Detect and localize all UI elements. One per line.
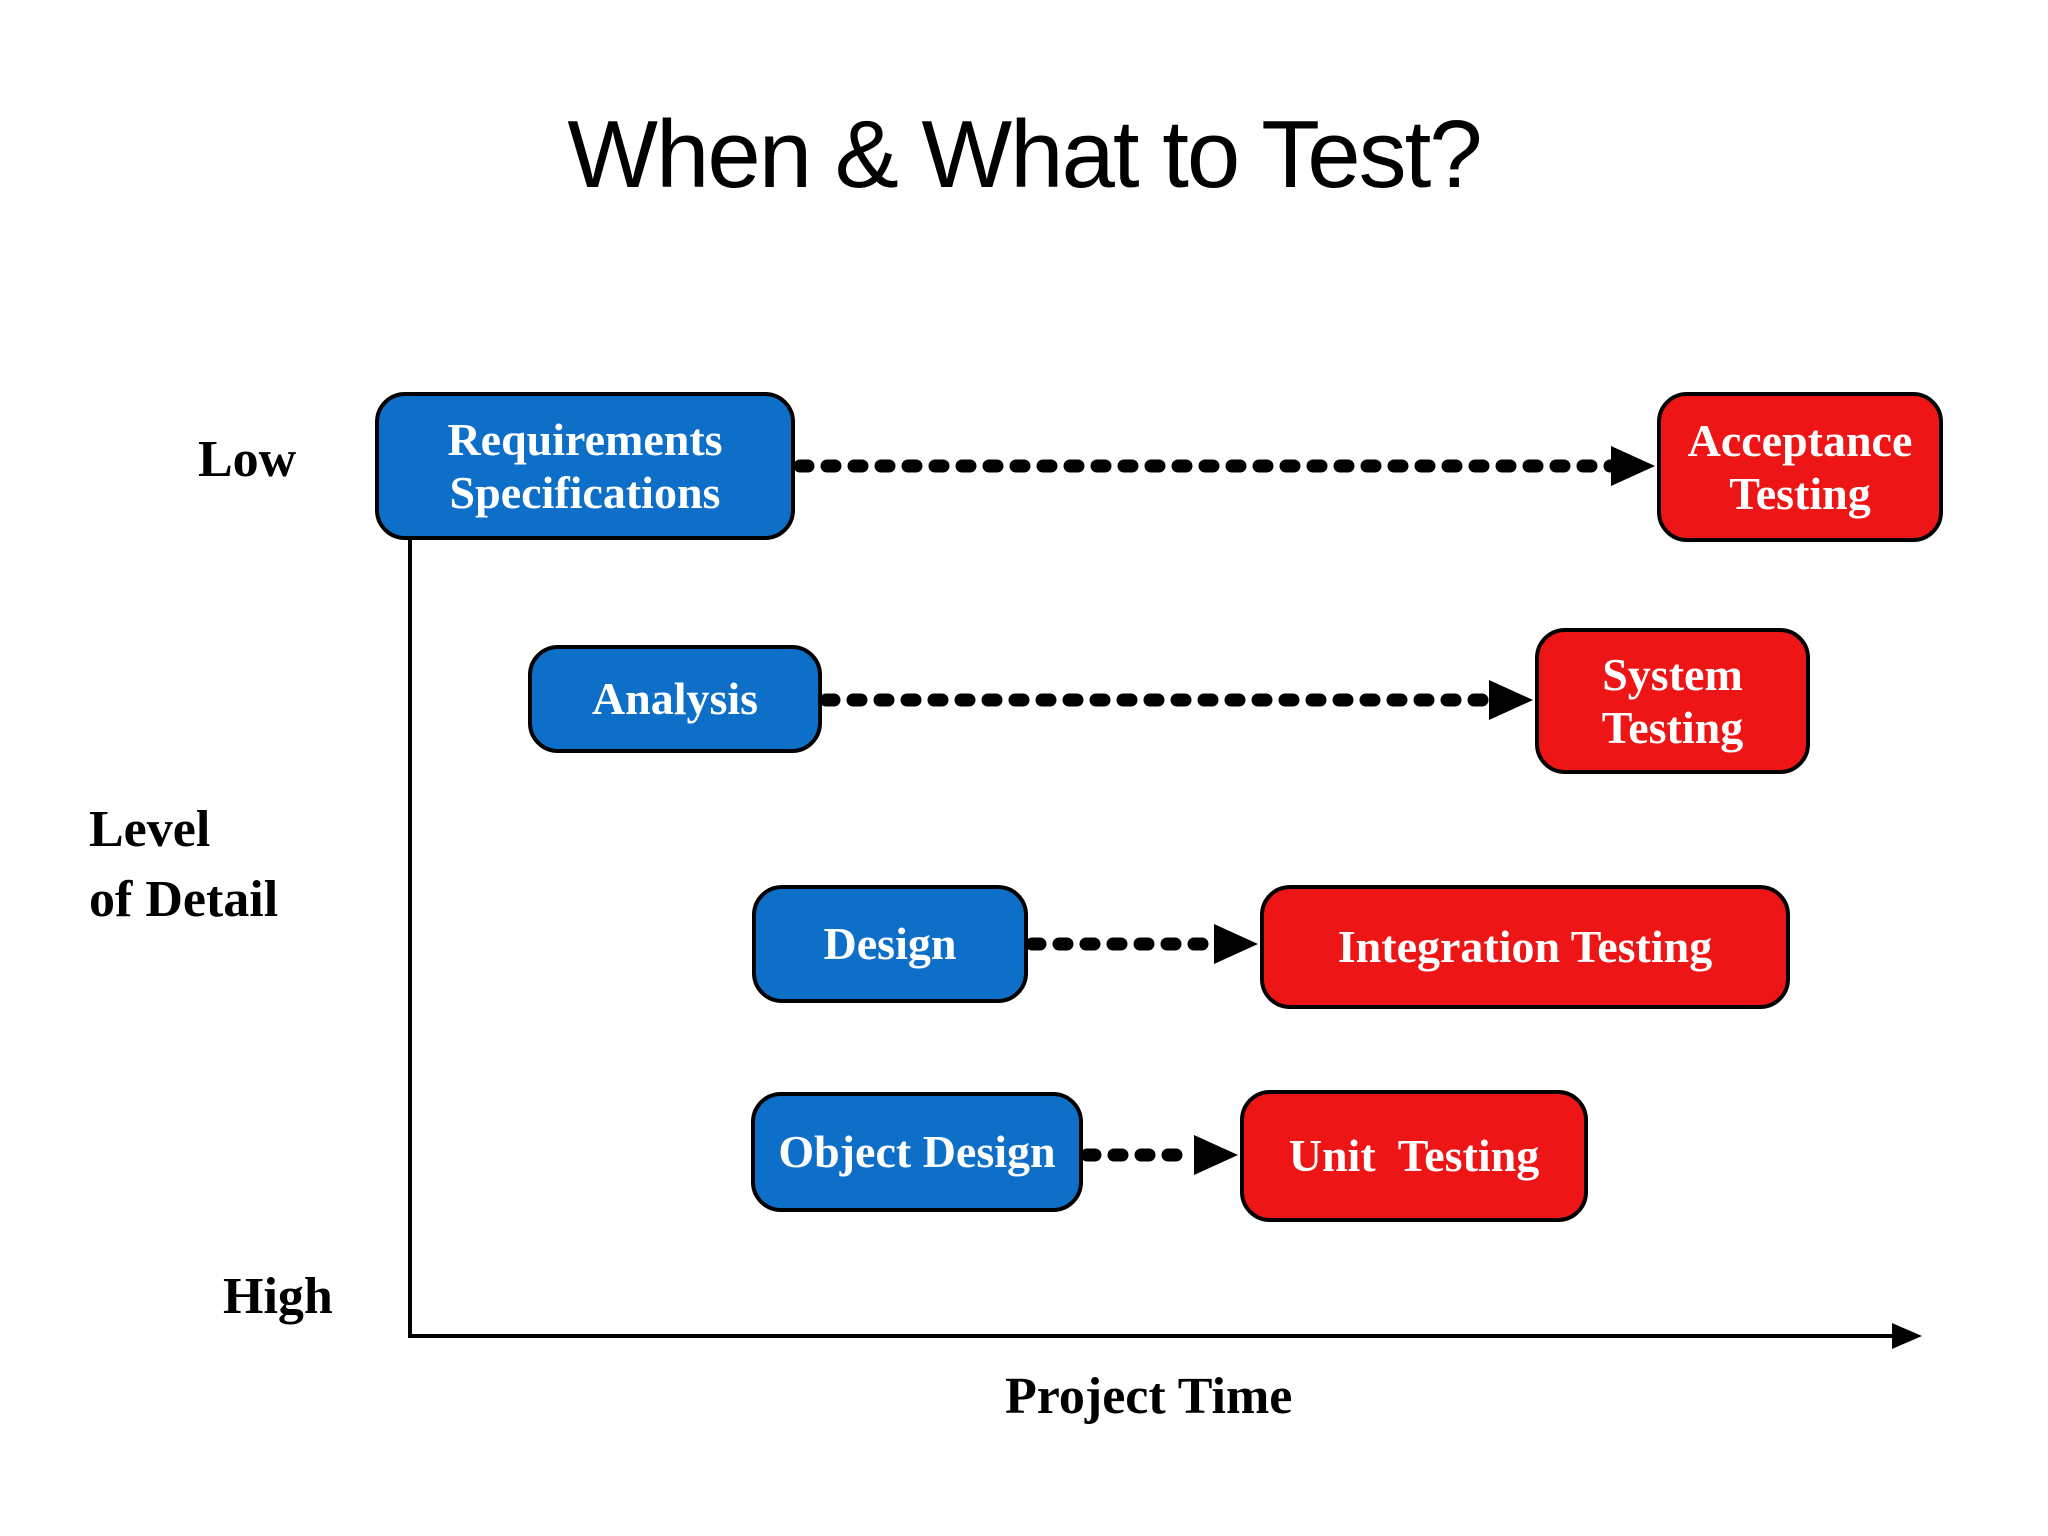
- testing-box-label: Integration Testing: [1337, 921, 1713, 973]
- y-axis-top-label: Low: [198, 431, 297, 488]
- phase-box-object-design: Object Design: [751, 1092, 1083, 1212]
- axes-lines: [408, 533, 1922, 1349]
- phase-box-label: Analysis: [591, 673, 759, 725]
- x-axis-title: Project Time: [1005, 1368, 1293, 1425]
- testing-box-label: Unit Testing: [1288, 1130, 1540, 1182]
- phase-box-analysis: Analysis: [528, 645, 822, 753]
- testing-box-integration: Integration Testing: [1260, 885, 1790, 1009]
- testing-box-acceptance: Acceptance Testing: [1657, 392, 1943, 542]
- y-axis-bottom-label: High: [223, 1268, 333, 1325]
- phase-box-label: Object Design: [778, 1126, 1056, 1178]
- phase-box-requirements-specifications: Requirements Specifications: [375, 392, 795, 540]
- phase-box-label: Design: [823, 918, 957, 970]
- testing-box-unit: Unit Testing: [1240, 1090, 1588, 1222]
- testing-box-label: Acceptance Testing: [1687, 414, 1913, 519]
- y-axis-title: Level of Detail: [89, 801, 279, 929]
- testing-box-label: System Testing: [1601, 648, 1744, 753]
- phase-box-design: Design: [752, 885, 1028, 1003]
- phase-box-label: Requirements Specifications: [447, 413, 723, 518]
- testing-box-system: System Testing: [1535, 628, 1810, 774]
- page-title: When & What to Test?: [567, 101, 1482, 208]
